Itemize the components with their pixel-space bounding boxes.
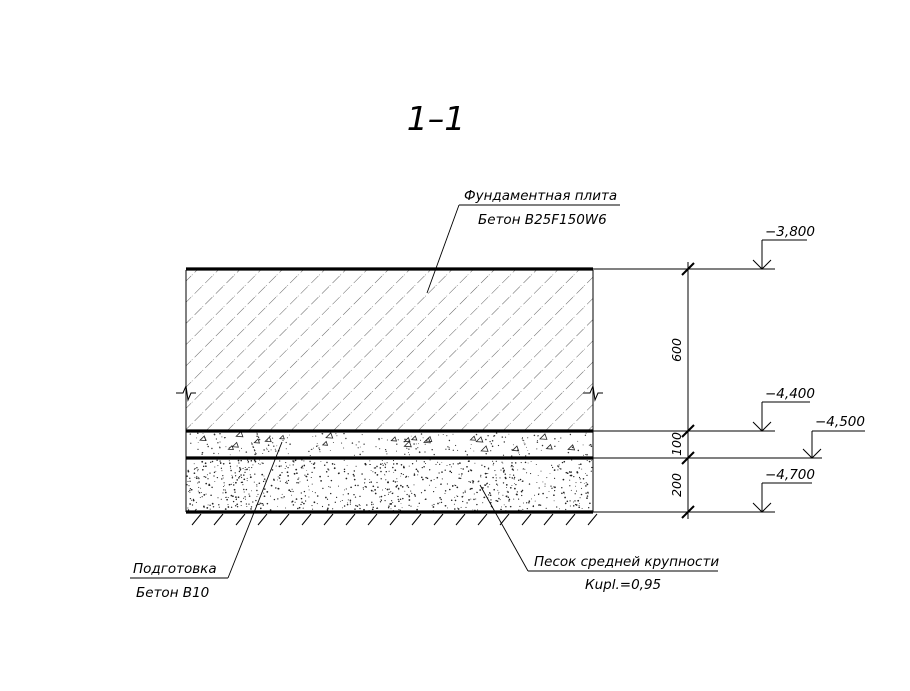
break-marks — [176, 384, 603, 402]
level-marker-sand-bottom — [752, 482, 812, 513]
level-prep-bottom: −4,500 — [815, 414, 865, 430]
label-sand-note: Кupl.=0,95 — [585, 577, 661, 593]
leader-sand — [479, 484, 718, 572]
level-slab-bottom: −4,400 — [765, 386, 815, 402]
dimension-chain — [681, 262, 695, 519]
label-prep-name: Подготовка — [133, 561, 217, 577]
leader-prep — [130, 441, 283, 579]
concrete-prep-layer — [189, 432, 593, 457]
dim-prep-thickness: 100 — [669, 432, 684, 456]
dim-sand-thickness: 200 — [669, 473, 684, 497]
label-prep-material: Бетон B10 — [136, 585, 209, 601]
level-sand-bottom: −4,700 — [765, 467, 815, 483]
section-title: 1–1 — [407, 99, 466, 138]
leader-slab — [426, 204, 620, 294]
foundation-slab — [185, 270, 594, 512]
label-slab-material: Бетон B25F150W6 — [478, 212, 607, 228]
dim-slab-thickness: 600 — [669, 338, 684, 362]
ground-hatch — [191, 513, 598, 526]
sand-layer — [186, 459, 593, 512]
level-marker-slab-bottom — [752, 401, 810, 432]
label-sand-name: Песок средней крупности — [534, 554, 719, 570]
level-marker-slab-top — [752, 239, 807, 270]
level-slab-top: −3,800 — [765, 224, 815, 240]
extension-lines — [593, 268, 822, 513]
label-slab-name: Фундаментная плита — [464, 188, 617, 204]
level-marker-prep-bottom — [802, 430, 865, 459]
